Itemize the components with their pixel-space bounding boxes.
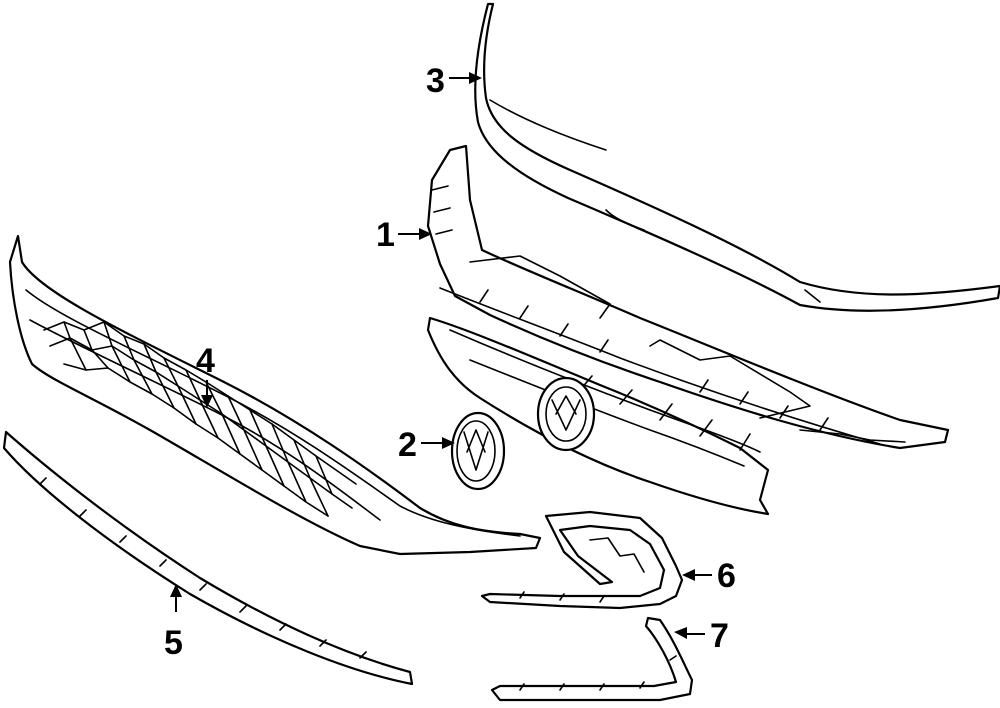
- part-4-lower-grille: [8, 234, 542, 556]
- callout-label-6: 6: [717, 557, 736, 595]
- callout-2: 2: [398, 426, 455, 464]
- arrowhead-1: [419, 228, 432, 240]
- callout-label-5: 5: [164, 624, 183, 662]
- arrowhead-7: [674, 627, 687, 639]
- callout-label-4: 4: [196, 342, 215, 380]
- arrowhead-3: [469, 72, 482, 84]
- callout-1: 1: [376, 216, 432, 254]
- callout-label-1: 1: [376, 216, 395, 254]
- arrowhead-2: [442, 437, 455, 449]
- arrowhead-4: [201, 395, 213, 408]
- part-2-emblem: [450, 411, 506, 491]
- callout-7: 7: [674, 617, 729, 655]
- part-6-side-trim: [480, 510, 684, 610]
- callout-label-3: 3: [426, 62, 445, 100]
- arrowhead-6: [682, 569, 695, 581]
- part-5-lower-trim: [2, 430, 414, 686]
- part-7-lower-side-trim: [490, 616, 694, 702]
- callout-3: 3: [426, 62, 482, 100]
- callout-4: 4: [196, 342, 215, 408]
- part-1-upper-grille: [426, 144, 950, 516]
- callout-5: 5: [164, 584, 183, 662]
- callout-6: 6: [682, 557, 736, 595]
- callout-label-2: 2: [398, 426, 417, 464]
- callout-label-7: 7: [710, 617, 729, 655]
- arrowhead-5: [170, 584, 182, 597]
- part-3-upper-trim: [474, 2, 1000, 312]
